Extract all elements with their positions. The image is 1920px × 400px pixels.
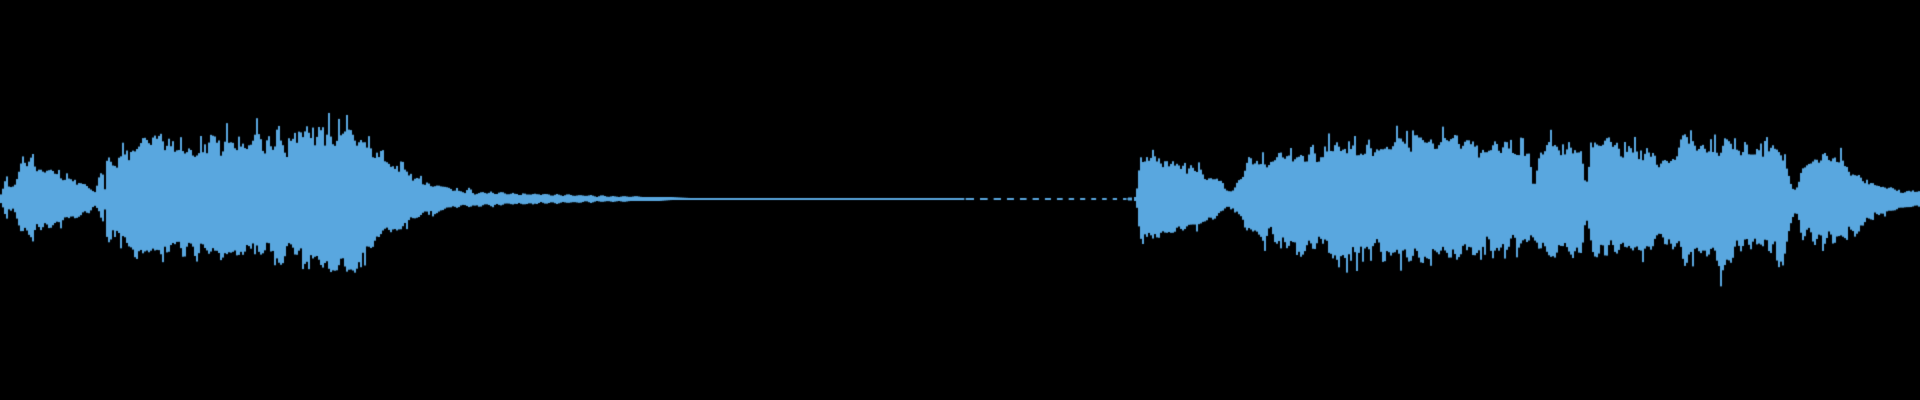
waveform-panel bbox=[0, 0, 1920, 400]
waveform-canvas bbox=[0, 0, 1920, 400]
